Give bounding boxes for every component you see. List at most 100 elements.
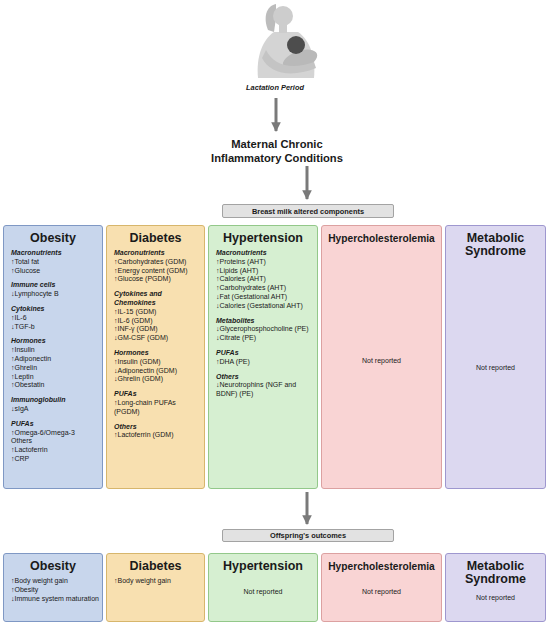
list-item: Not reported [362, 588, 401, 597]
list-item: ↑Carbohydrates (GDM) [114, 258, 202, 267]
list-item: ↑Calories (AHT) [216, 275, 315, 284]
column-heading: Obesity [4, 226, 102, 245]
column-body: Not reported [209, 573, 317, 621]
column-heading: Hypercholesterolemia [322, 226, 441, 245]
list-item: ↑Ghrelin [11, 364, 100, 373]
list-item: ↑IL-6 [11, 314, 100, 323]
column-body: Not reported [322, 573, 441, 621]
group-heading: Others [114, 423, 202, 432]
group-heading: PUFAs [216, 349, 315, 358]
mother-arm [262, 50, 316, 73]
group-heading: Hormones [114, 349, 202, 358]
list-item: Not reported [362, 357, 401, 366]
list-item: ↓Glycerophosphocholine (PE) [216, 325, 315, 334]
list-item: ↓Fat (Gestational AHT) [216, 293, 315, 302]
section-banner: Offspring's outcomes [222, 529, 394, 542]
list-item: ↑Long-chain PUFAs (PGDM) [114, 399, 202, 417]
condition-column: ObesityMacronutrients↑Total fat↑GlucoseI… [3, 225, 103, 489]
column-body: Macronutrients↑Total fat↑GlucoseImmune c… [4, 245, 102, 464]
list-item: ↑Lipids (AHT) [216, 267, 315, 276]
group-heading: Metabolites [216, 317, 315, 326]
outcome-box: Metabolic SyndromeNot reported [445, 553, 546, 622]
list-item: ↓Ghrelin (GDM) [114, 375, 202, 384]
list-item: ↑Body weight gain [114, 577, 202, 586]
list-item: ↑Lactoferrin [11, 446, 100, 455]
group-heading: Immunoglobulin [11, 396, 100, 405]
outcome-box: HypertensionNot reported [208, 553, 318, 622]
column-heading: Hypertension [209, 554, 317, 573]
group-heading: Macronutrients [216, 249, 315, 258]
list-item: ↑Insulin (GDM) [114, 358, 202, 367]
list-item: ↑Body weight gain [11, 577, 100, 586]
list-item: ↓TGF-b [11, 323, 100, 332]
list-item: ↓Immune system maturation [11, 595, 100, 604]
column-body: Not reported [322, 245, 441, 488]
flow-arrow [275, 98, 278, 131]
column-heading: Diabetes [107, 226, 204, 245]
list-item: Not reported [476, 364, 515, 373]
list-item: ↑IL-6 (GDM) [114, 317, 202, 326]
list-item: ↑Total fat [11, 258, 100, 267]
banner-text: Breast milk altered components [252, 207, 364, 216]
list-item: ↑Omega-6/Omega-3 [11, 429, 100, 438]
column-heading: Diabetes [107, 554, 204, 573]
group-heading: Others [216, 373, 315, 382]
list-item: ↑Insulin [11, 346, 100, 355]
flow-arrow [306, 492, 309, 524]
column-body: Not reported [446, 586, 545, 621]
condition-column: DiabetesMacronutrients↑Carbohydrates (GD… [106, 225, 205, 489]
mother-illustration [258, 4, 320, 78]
mother-neck [279, 24, 287, 33]
baby-head [287, 36, 305, 54]
column-heading: Hypercholesterolemia [322, 554, 441, 573]
column-heading: Obesity [4, 554, 102, 573]
list-item: ↑Glucose (PGDM) [114, 275, 202, 284]
list-item: ↑Obesity [11, 586, 100, 595]
group-heading: PUFAs [11, 420, 100, 429]
mother-head [273, 6, 293, 26]
list-item: ↑Obestatin [11, 381, 100, 390]
column-body: ↑Body weight gain↑Obesity↓Immune system … [4, 573, 102, 603]
condition-column: Metabolic SyndromeNot reported [445, 225, 546, 489]
group-heading: Hormones [11, 337, 100, 346]
outcome-box: Diabetes ↑Body weight gain [106, 553, 205, 622]
column-body: Macronutrients↑Proteins (AHT)↑Lipids (AH… [209, 245, 317, 399]
group-heading: Immune cells [11, 281, 100, 290]
banner-text: Offspring's outcomes [270, 531, 346, 540]
group-heading: Macronutrients [114, 249, 202, 258]
list-item: ↑Lactoferrin (GDM) [114, 431, 202, 440]
condition-label: Maternal Chronic Inflammatory Conditions [196, 137, 358, 165]
list-item: ↑Proteins (AHT) [216, 258, 315, 267]
list-item: ↑Glucose [11, 267, 100, 276]
list-item: ↓Lymphocyte B [11, 290, 100, 299]
list-item: ↑CRP [11, 455, 100, 464]
condition-column: HypercholesterolemiaNot reported [321, 225, 442, 489]
list-item: ↑IL-15 (GDM) [114, 308, 202, 317]
list-item: ↓Adiponectin (GDM) [114, 367, 202, 376]
column-body: Not reported [446, 258, 545, 488]
group-heading: Cytokines [11, 305, 100, 314]
outcome-box: Obesity↑Body weight gain↑Obesity↓Immune … [3, 553, 103, 622]
list-item: Others [11, 437, 100, 446]
list-item: ↓GM-CSF (GDM) [114, 334, 202, 343]
column-body: Macronutrients↑Carbohydrates (GDM)↑Energ… [107, 245, 204, 440]
stage-label: Lactation Period [200, 83, 350, 92]
list-item: ↑Carbohydrates (AHT) [216, 284, 315, 293]
list-item: ↑INF-γ (GDM) [114, 325, 202, 334]
section-banner: Breast milk altered components [222, 204, 394, 218]
list-item: ↑Energy content (GDM) [114, 267, 202, 276]
list-item: Not reported [244, 588, 283, 597]
list-item: ↓Neurotrophins (NGF and BDNF) (PE) [216, 381, 315, 399]
column-heading: Metabolic Syndrome [446, 226, 545, 258]
list-item: ↑DHA (PE) [216, 358, 315, 367]
list-item: ↑Leptin [11, 373, 100, 382]
column-body: ↑Body weight gain [107, 573, 204, 586]
group-heading: Cytokines and Chemokines [114, 290, 202, 308]
condition-column: HypertensionMacronutrients↑Proteins (AHT… [208, 225, 318, 489]
group-heading: PUFAs [114, 390, 202, 399]
list-item: Not reported [476, 594, 515, 603]
list-item: ↓Calories (Gestational AHT) [216, 302, 315, 311]
flow-arrow [306, 166, 309, 199]
list-item: ↓sIgA [11, 405, 100, 414]
